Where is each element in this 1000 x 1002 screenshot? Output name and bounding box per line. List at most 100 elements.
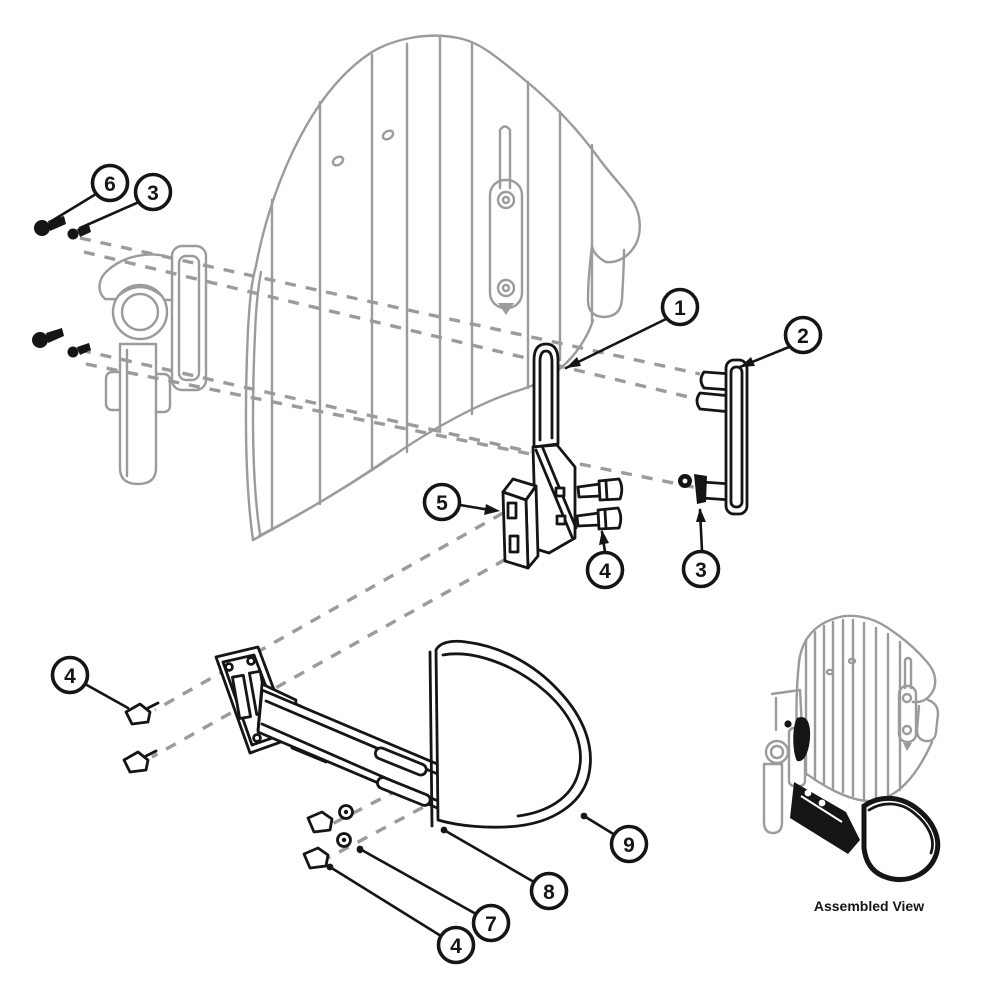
callout-balloon (681, 549, 721, 589)
mini-keyhole-hole (901, 724, 913, 736)
clamp-knob-top-arc (116, 285, 164, 298)
callout-number: 4 (450, 935, 462, 958)
clamp-mount-plate-inner (177, 254, 201, 382)
callout-4-mid: 4 (585, 530, 625, 590)
cane-clamp-assembly (98, 244, 208, 486)
callout-balloon (783, 315, 823, 355)
mini-clamp-knob (764, 739, 790, 765)
screw-4-head (124, 702, 152, 726)
callout-dot (356, 845, 364, 853)
keyhole-hole-top (496, 190, 516, 210)
callout-dot (440, 826, 448, 834)
screw-4-shaft (146, 701, 160, 710)
callout-balloon (50, 655, 90, 695)
callout-leader (78, 200, 141, 230)
bolt-4-shaft (576, 482, 603, 499)
callout-number: 4 (599, 560, 611, 583)
fastener-set-4-mid (575, 477, 624, 531)
keyhole-slot-lines (498, 125, 512, 190)
axis-line (83, 250, 698, 401)
hook-bracket-hole (555, 514, 567, 526)
mini-clamp-tube (762, 762, 784, 835)
backrest-slats (270, 36, 594, 532)
callout-arrowhead (740, 357, 755, 367)
callout-dot (326, 863, 334, 871)
mini-keyhole-hole (901, 692, 913, 704)
callout-leader (328, 865, 443, 938)
mini-backrest-leg (915, 698, 940, 743)
part-1-hook-bracket (531, 342, 578, 555)
fastener-set-4-left (122, 701, 160, 774)
callout-balloon (529, 871, 569, 911)
callout-leader (48, 192, 98, 224)
callout-arrowhead (566, 357, 581, 368)
callout-balloon (660, 287, 700, 327)
hook-bracket-loop-inner (538, 349, 554, 442)
axis-line (79, 236, 701, 376)
callout-4-left: 4 (50, 655, 130, 710)
callout-number: 4 (64, 665, 76, 688)
clamp-cane-tube (118, 342, 158, 486)
spacer-block-slot (508, 534, 520, 554)
callout-number: 8 (543, 881, 555, 904)
clamp-mount-plate (170, 244, 208, 392)
hook-bracket-loop (532, 342, 560, 449)
mount-plate-hole (252, 733, 262, 743)
callout-leader (458, 503, 492, 512)
part-5-spacer-block (501, 477, 540, 570)
backrest-rivet-hole (331, 155, 345, 167)
mini-lateral-assembly (790, 782, 860, 854)
screw-6-head (32, 332, 48, 348)
callout-5: 5 (422, 482, 500, 522)
mini-keyhole (903, 656, 913, 690)
lateral-slide-assembly (214, 645, 444, 812)
backrest-shell (244, 34, 641, 542)
callout-6: 6 (48, 163, 130, 224)
part-2-mount-strap (695, 358, 749, 516)
backrest-right-curl-inner (590, 244, 608, 264)
screw-3-head (67, 228, 79, 240)
mini-lateral-knob (804, 789, 812, 797)
mini-clamp-knob-inner (769, 744, 785, 760)
screw-6-shaft (46, 328, 64, 343)
fastener-set-3-mid (678, 474, 707, 504)
keyhole-arrow (498, 303, 514, 315)
pad-stem-line (428, 650, 434, 828)
callout-7: 7 (356, 845, 511, 943)
screw-6-head (34, 220, 50, 236)
mini-clamp-bracket (770, 688, 804, 732)
callout-balloon (422, 482, 462, 522)
pad-inner-line (441, 652, 582, 818)
callout-1: 1 (564, 287, 700, 370)
fastener-set-top-left (32, 216, 91, 358)
callout-balloon (90, 163, 130, 203)
axis-line (154, 511, 504, 712)
callout-leader (83, 682, 130, 710)
callout-leader (358, 847, 478, 916)
axis-line (79, 348, 532, 454)
keyhole-hole-bottom (496, 278, 516, 298)
callout-arrowhead (599, 530, 609, 545)
screw-3 (694, 474, 707, 504)
callout-number: 7 (485, 913, 497, 936)
callout-3-mid: 3 (681, 508, 721, 589)
bolt-head (306, 810, 334, 834)
axis-line (85, 362, 699, 490)
callout-balloon (585, 550, 625, 590)
screw-4-shaft (144, 749, 158, 758)
callout-number: 6 (104, 173, 116, 196)
screw-4-head (122, 750, 150, 774)
mount-plate-slot (231, 673, 252, 720)
mount-plate-hole (224, 662, 234, 672)
backrest-rivet-hole (381, 129, 395, 141)
part-9-lateral-pad (428, 639, 592, 829)
bolt-4-head-facet (604, 480, 609, 501)
screw-3-head (67, 346, 79, 358)
callout-number: 5 (436, 492, 448, 515)
mini-backrest-bottom (797, 740, 934, 803)
callout-number: 2 (797, 325, 809, 348)
mini-backrest-slats (804, 618, 902, 803)
backrest-right-leg (586, 244, 626, 319)
mini-lateral-knob (818, 799, 826, 807)
callout-dot (580, 812, 588, 820)
